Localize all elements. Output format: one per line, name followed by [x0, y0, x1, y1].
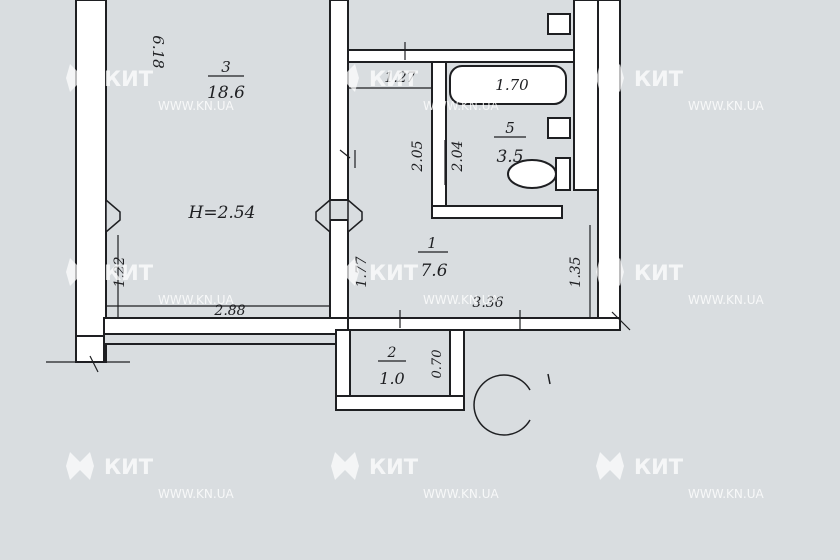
outer-wall-left [75, 0, 107, 363]
watermark: КИТ WWW.KN.UA [331, 258, 499, 307]
kit-logo-icon [331, 452, 359, 480]
stair-symbol [473, 373, 551, 436]
dim-1-77: 1.77 [354, 256, 370, 287]
door-notch-room3 [105, 198, 121, 234]
watermark-brand: КИТ [104, 261, 154, 285]
wall-bath-top [347, 49, 599, 63]
kit-logo-icon [66, 258, 94, 286]
watermark-brand: КИТ [104, 67, 154, 91]
kit-logo-icon [596, 258, 624, 286]
watermark-url: WWW.KN.UA [158, 293, 234, 307]
wall-room3-bottom-lower [103, 333, 349, 345]
room2-area: 1.0 [379, 369, 404, 388]
walls [75, 0, 621, 411]
toilet-icon [507, 157, 571, 191]
dim-3-36: 3.36 [472, 295, 503, 311]
room3-area: 18.6 [207, 83, 245, 103]
watermarks: КИТ WWW.KN.UA КИТ WWW.KN.UA КИТ WWW.KN.UA КИТ W… [66, 64, 764, 501]
watermark-url: WWW.KN.UA [158, 99, 234, 113]
watermark-url: WWW.KN.UA [688, 293, 764, 307]
room2-number: 2 [387, 345, 397, 361]
bathtub-icon [449, 65, 567, 105]
watermark-brand: КИТ [369, 455, 419, 479]
watermark: КИТ WWW.KN.UA [66, 258, 234, 307]
dim-2-04: 2.04 [450, 140, 466, 172]
watermark-url: WWW.KN.UA [423, 99, 499, 113]
dim-1-22: 1.22 [112, 256, 128, 287]
watermark-url: WWW.KN.UA [158, 487, 234, 501]
wall-bath-left [431, 61, 447, 213]
sink-icon [547, 117, 571, 139]
dimension-lines [46, 42, 631, 373]
room-labels: 3 18.6 1 7.6 5 3.5 2 1.0 H=2.54 [188, 58, 526, 388]
wall-room3-bottom [103, 317, 349, 335]
dim-6-18: 6.18 [149, 35, 167, 68]
watermark-brand: КИТ [634, 67, 684, 91]
room5-area: 3.5 [496, 147, 523, 167]
dim-2-88: 2.88 [213, 303, 245, 319]
watermark-url: WWW.KN.UA [688, 487, 764, 501]
watermark-brand: КИТ [634, 261, 684, 285]
watermark: КИТ WWW.KN.UA [66, 64, 234, 113]
kit-logo-icon [66, 64, 94, 92]
dim-1-35: 1.35 [568, 256, 584, 287]
watermark-url: WWW.KN.UA [688, 99, 764, 113]
watermark: КИТ WWW.KN.UA [596, 258, 764, 307]
kit-logo-icon [596, 64, 624, 92]
watermark-brand: КИТ [634, 455, 684, 479]
ceiling-height: H=2.54 [188, 203, 256, 223]
room5-number: 5 [505, 119, 515, 137]
watermark-brand: КИТ [104, 455, 154, 479]
kit-logo-icon [331, 64, 359, 92]
dimension-labels: 6.18 1.27 1.70 2.05 2.04 1.22 2.88 1.77 … [112, 35, 584, 378]
dim-1-70: 1.70 [495, 76, 529, 94]
watermark: КИТ WWW.KN.UA [331, 452, 499, 501]
door-notch-partition [315, 198, 331, 234]
partition-3-1-upper [329, 0, 349, 201]
watermark: КИТ WWW.KN.UA [331, 64, 499, 113]
watermark: КИТ WWW.KN.UA [66, 452, 234, 501]
kit-logo-icon [331, 258, 359, 286]
room1-area: 7.6 [420, 261, 447, 281]
wall-bath-bottom [431, 205, 563, 219]
wall-storage-bottom [335, 395, 465, 411]
watermark-url: WWW.KN.UA [423, 293, 499, 307]
room1-number: 1 [427, 234, 437, 252]
sink-top-icon [547, 13, 571, 35]
watermark: КИТ WWW.KN.UA [596, 64, 764, 113]
door-notch-partition-right [347, 198, 363, 234]
door-openings [105, 198, 363, 234]
dim-2-05: 2.05 [410, 140, 426, 172]
wall-room1-bottom [347, 317, 621, 331]
dim-1-27: 1.27 [384, 70, 415, 86]
watermark: КИТ WWW.KN.UA [596, 452, 764, 501]
kit-logo-icon [66, 452, 94, 480]
dim-0-70: 0.70 [430, 350, 445, 379]
room3-number: 3 [221, 58, 231, 76]
wall-bath-right [573, 0, 599, 191]
outer-wall-left-bottom [75, 335, 105, 363]
kit-logo-icon [596, 452, 624, 480]
watermark-url: WWW.KN.UA [423, 487, 499, 501]
watermark-brand: КИТ [369, 67, 419, 91]
watermark-brand: КИТ [369, 261, 419, 285]
